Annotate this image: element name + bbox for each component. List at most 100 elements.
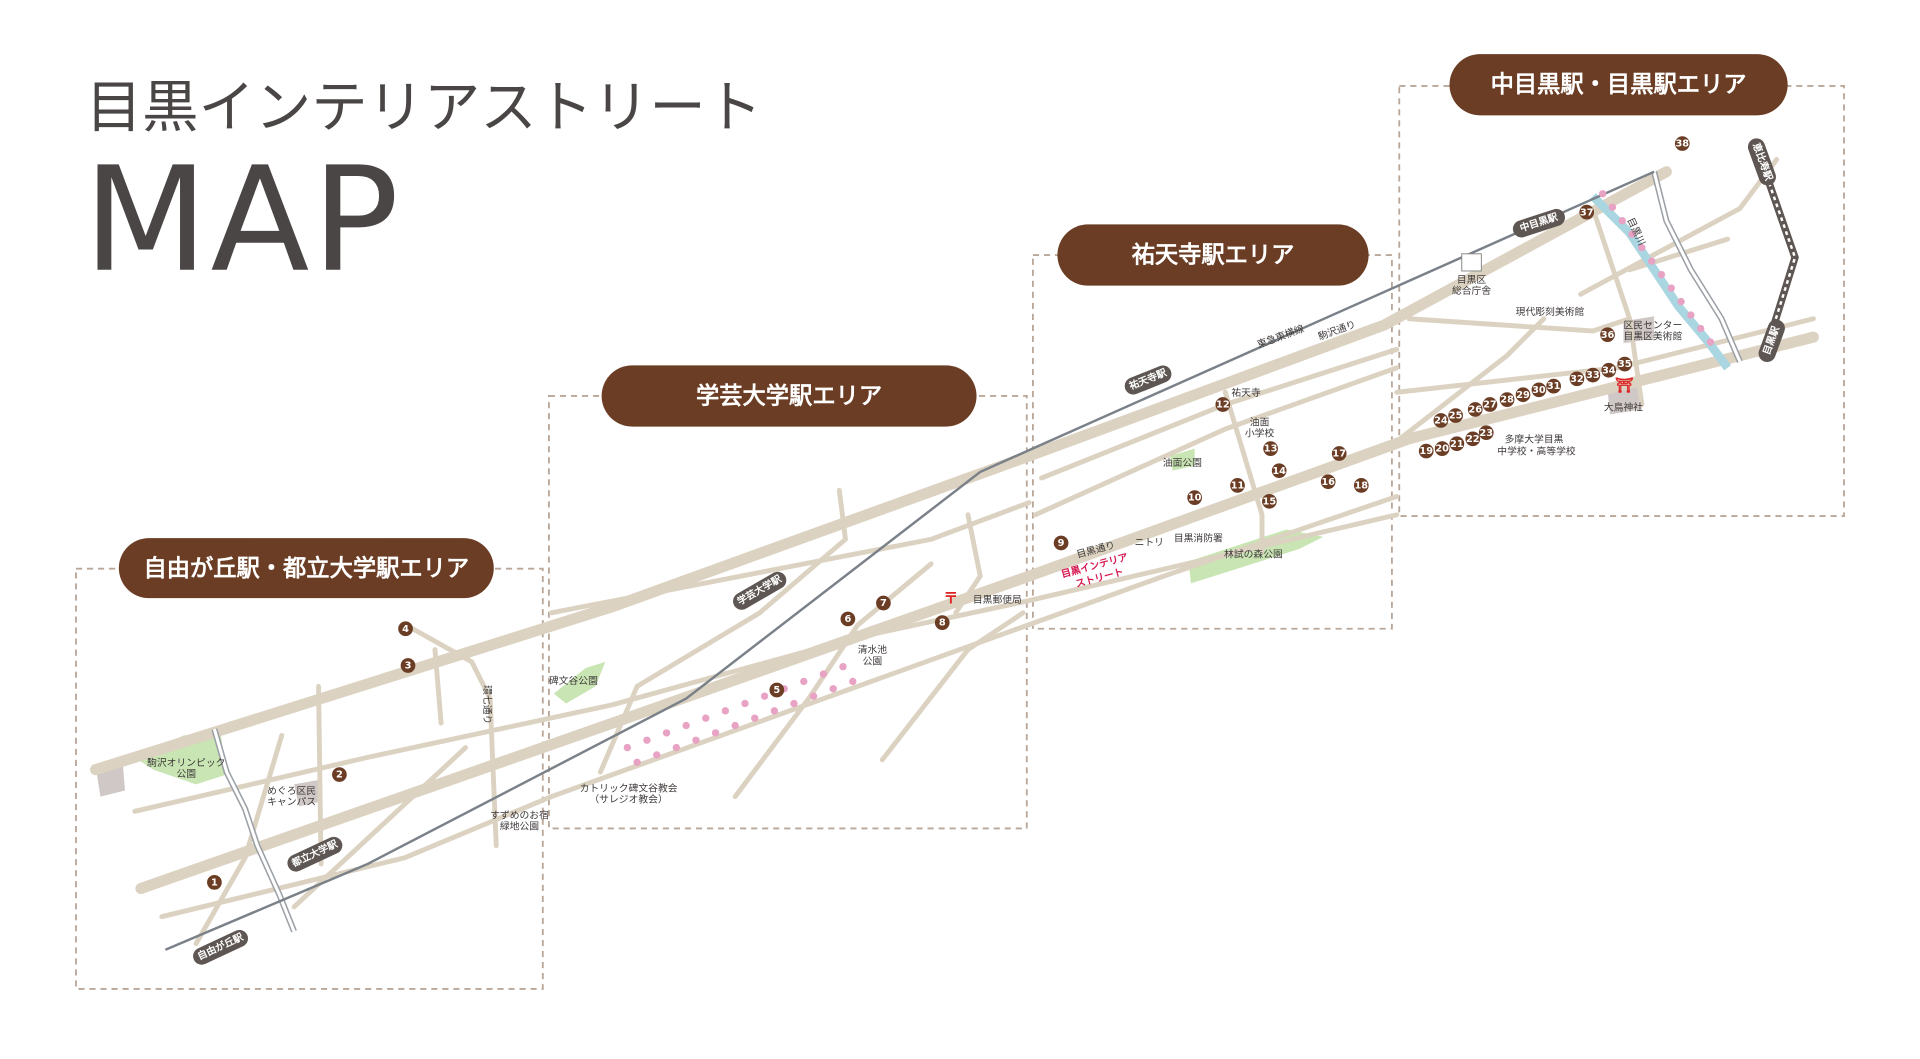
cherry-tree-icon [1677,297,1685,306]
shop-marker-38[interactable]: 38 [1674,136,1690,151]
shop-marker-26[interactable]: 26 [1467,402,1483,417]
svg-text:7: 7 [880,598,887,609]
torii-icon: ⛩ [1615,377,1634,394]
shop-marker-16[interactable]: 16 [1320,474,1336,490]
label-yutenji-temple: 祐天寺 [1231,386,1261,399]
cherry-tree-icon [1598,190,1607,198]
svg-text:31: 31 [1547,381,1561,392]
shop-marker-28[interactable]: 28 [1499,392,1515,407]
area-label-gakugei[interactable]: 学芸大学駅エリア [601,365,977,427]
shop-marker-22[interactable]: 22 [1465,431,1481,447]
svg-text:6: 6 [844,614,851,625]
cherry-tree-icon [702,714,710,722]
cherry-tree-icon [731,721,739,730]
shop-marker-8[interactable]: 8 [934,615,950,630]
shop-marker-19[interactable]: 19 [1418,443,1434,459]
shop-marker-36[interactable]: 36 [1600,327,1615,343]
svg-text:12: 12 [1216,400,1230,411]
svg-text:小学校: 小学校 [1245,426,1275,439]
svg-text:5: 5 [773,685,780,696]
shop-marker-32[interactable]: 32 [1569,371,1585,387]
svg-text:27: 27 [1483,400,1497,411]
svg-text:キャンパス: キャンパス [267,796,316,808]
shop-marker-21[interactable]: 21 [1449,436,1465,452]
shop-marker-5[interactable]: 5 [769,682,785,698]
shop-marker-34[interactable]: 34 [1601,362,1617,378]
cherry-trees [623,190,1715,766]
cherry-tree-icon [819,670,828,678]
shop-marker-1[interactable]: 1 [207,875,222,890]
label-tama-school: 多摩大学目黒 [1505,433,1564,446]
label-shimizu-park: 清水池 [858,643,888,656]
area-label-yutenji[interactable]: 祐天寺駅エリア [1057,224,1369,286]
shop-marker-18[interactable]: 18 [1353,478,1369,493]
shop-marker-4[interactable]: 4 [398,621,413,637]
shop-marker-31[interactable]: 31 [1546,378,1561,394]
svg-text:自由が丘駅・都立大学駅エリア: 自由が丘駅・都立大学駅エリア [143,555,469,582]
shop-marker-30[interactable]: 30 [1531,382,1547,398]
shop-marker-33[interactable]: 33 [1585,367,1601,383]
shop-marker-20[interactable]: 20 [1434,441,1450,456]
cherry-tree-icon [1697,324,1705,333]
shop-marker-35[interactable]: 35 [1617,356,1633,372]
svg-text:13: 13 [1264,444,1278,455]
svg-text:17: 17 [1332,449,1346,460]
svg-text:15: 15 [1263,496,1277,507]
cherry-tree-icon [1667,284,1675,292]
shop-marker-27[interactable]: 27 [1482,397,1498,412]
cherry-tree-icon [1706,338,1715,346]
cherry-tree-icon [623,743,632,752]
komazawa-park [134,732,227,785]
label-nitori: ニトリ [1135,537,1164,548]
cherry-tree-icon [1647,257,1656,265]
area-label-jiyugaoka[interactable]: 自由が丘駅・都立大学駅エリア [118,538,494,599]
svg-text:16: 16 [1321,477,1335,488]
shop-marker-24[interactable]: 24 [1433,413,1449,428]
cherry-tree-icon [672,743,681,752]
shop-marker-23[interactable]: 23 [1478,425,1494,441]
shop-marker-13[interactable]: 13 [1263,441,1278,456]
shop-marker-10[interactable]: 10 [1187,490,1202,505]
shop-marker-11[interactable]: 11 [1230,478,1245,493]
svg-text:35: 35 [1618,359,1632,370]
shop-marker-25[interactable]: 25 [1448,408,1463,423]
place-labels: 駒沢オリンピック 公園 めぐろ区民 キャンパス 環七通り すずめのお宿 緑地公園… [147,216,1682,833]
svg-text:20: 20 [1435,444,1449,455]
svg-text:36: 36 [1601,330,1615,341]
toyoko-line [164,170,1655,951]
meguro-river [1589,193,1732,371]
shop-marker-37[interactable]: 37 [1579,204,1595,220]
shop-marker-29[interactable]: 29 [1515,387,1531,403]
label-toyoko-line: 東急東横線 [1255,322,1306,351]
cherry-tree-icon [849,677,857,686]
svg-text:公園: 公園 [863,655,883,667]
station-yutenji: 祐天寺駅 [1124,365,1172,395]
label-komazawa-park: 駒沢オリンピック [147,756,225,769]
cherry-tree-icon [711,729,720,737]
svg-text:総合庁舎: 総合庁舎 [1452,284,1491,297]
ward-office-icon [1461,253,1482,272]
map-title: 目黒インテリアストリート [86,75,762,140]
cherry-tree-icon [633,758,641,766]
svg-text:32: 32 [1570,374,1584,385]
shop-marker-17[interactable]: 17 [1331,446,1347,461]
shop-marker-2[interactable]: 2 [332,767,347,782]
svg-text:37: 37 [1580,207,1594,218]
shop-marker-3[interactable]: 3 [400,658,416,673]
shop-marker-9[interactable]: 9 [1053,535,1069,551]
cherry-tree-icon [1657,270,1666,279]
shop-marker-15[interactable]: 15 [1262,493,1277,509]
area-label-nakameguro[interactable]: 中目黒駅・目黒駅エリア [1449,54,1788,116]
shop-marker-12[interactable]: 12 [1215,397,1231,412]
shop-marker-14[interactable]: 14 [1271,463,1287,479]
map-title-map: MAP [83,137,401,305]
cherry-tree-icon [721,707,730,715]
shop-marker-7[interactable]: 7 [876,595,891,611]
area-box-jiyugaoka [75,567,544,990]
station-meguro: 目黒駅 [1758,319,1785,363]
label-kannana: 環七通り [481,685,493,724]
cherry-tree-icon [760,692,769,700]
label-suzume-park: すずめのお宿 [490,809,549,822]
shop-marker-6[interactable]: 6 [840,611,856,627]
